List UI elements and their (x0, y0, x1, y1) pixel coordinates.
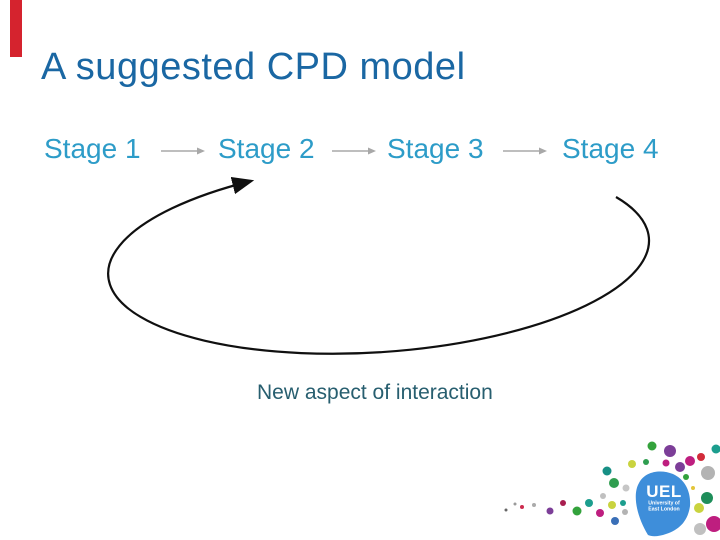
logo-dot (697, 453, 705, 461)
logo-dot (602, 466, 612, 476)
uel-logo-shape (635, 471, 691, 537)
logo-dot (675, 462, 685, 472)
logo-dot (513, 502, 517, 506)
uel-logo-acronym: UEL (646, 482, 682, 501)
logo-dot (664, 445, 676, 457)
logo-dot (572, 506, 582, 516)
logo-dot (546, 507, 554, 515)
caption-text: New aspect of interaction (257, 381, 493, 404)
logo-dot (647, 441, 657, 451)
uel-logo-line1: University of (648, 501, 680, 507)
logo-dot (711, 444, 720, 454)
logo-dot (622, 484, 630, 492)
stage-4-label: Stage 4 (562, 133, 659, 164)
accent-bar (10, 0, 22, 57)
logo-dot (532, 503, 536, 507)
stage-1-label: Stage 1 (44, 133, 141, 164)
logo-dots (504, 441, 720, 535)
logo-dot (643, 459, 649, 465)
logo-dot (662, 459, 670, 467)
logo-dot (608, 501, 616, 509)
logo-dot (622, 509, 628, 515)
logo-dot (520, 505, 524, 509)
logo-dot (683, 474, 689, 480)
logo-dot (611, 517, 619, 525)
slide-title: A suggested CPD model (41, 46, 466, 88)
logo-dot (560, 500, 566, 506)
stage-2-label: Stage 2 (218, 133, 315, 164)
logo-dot (504, 508, 508, 512)
logo-dot (694, 503, 704, 513)
arrow-right-icon (161, 147, 205, 155)
logo-dot (600, 493, 606, 499)
logo-dot (628, 460, 636, 468)
logo-dot (685, 456, 695, 466)
logo-dot (620, 500, 626, 506)
cycle-arrow-icon (107, 177, 651, 355)
logo-dot (674, 515, 684, 525)
logo-dot (609, 478, 619, 488)
logo-dot (691, 486, 695, 490)
stage-3-label: Stage 3 (387, 133, 484, 164)
logo-dot (596, 509, 604, 517)
logo-dot (701, 492, 713, 504)
arrow-right-icon (503, 147, 547, 155)
arrow-right-icon (332, 147, 376, 155)
logo-dot (585, 499, 593, 507)
uel-logo-line2: East London (648, 507, 679, 513)
logo-dot (706, 516, 720, 532)
logo-dot (694, 523, 706, 535)
logo-dot (701, 466, 715, 480)
